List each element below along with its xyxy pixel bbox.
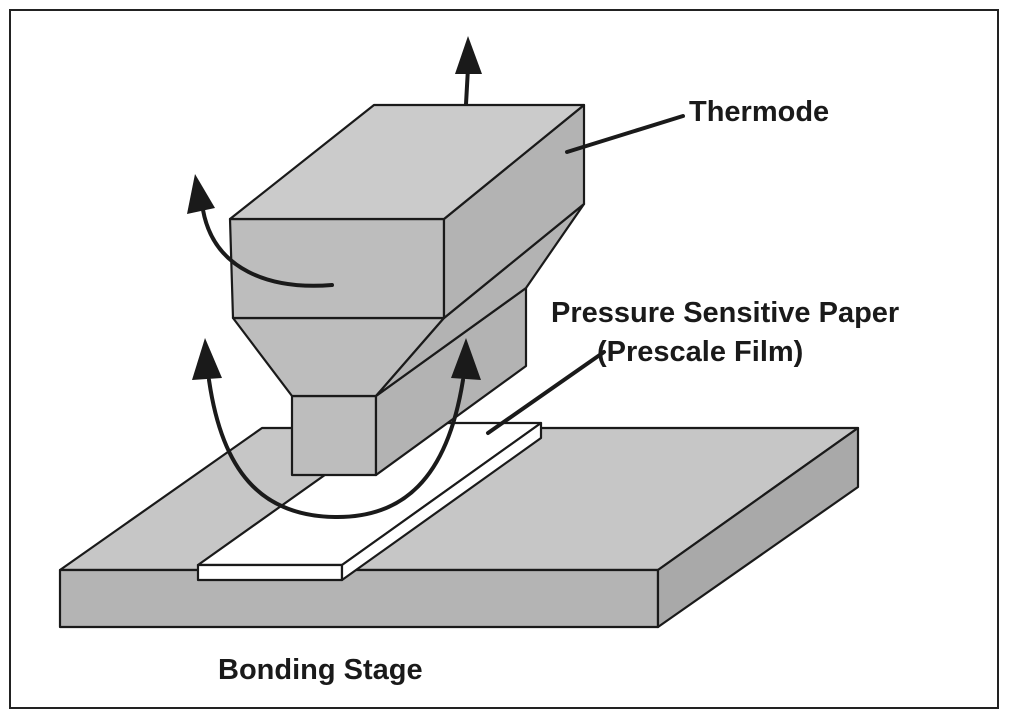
thermode-block-front [228, 217, 446, 320]
pressure-sensitive-paper-label: Pressure Sensitive Paper [551, 297, 899, 329]
thermode [228, 103, 586, 477]
air-flow-arrow-top-head [455, 36, 482, 74]
pressure-sensitive-paper [196, 421, 543, 582]
paper-side-face [340, 421, 543, 582]
paper-front-face [196, 563, 344, 582]
air-flow-arrows [187, 36, 482, 520]
air-flow-arrow-bottom-right-head [451, 338, 481, 380]
air-flow-arrow-left-upper-head [187, 174, 215, 214]
prescale-film-label: (Prescale Film) [597, 336, 803, 368]
figure-frame [9, 9, 999, 709]
thermode-label: Thermode [689, 96, 829, 128]
thermode-tip-front [290, 394, 378, 477]
stage-side-face [656, 426, 860, 629]
air-flow-arrow-bottom [207, 378, 465, 520]
paper-leader-line [486, 350, 606, 435]
air-flow-arrow-left-upper [201, 208, 334, 288]
thermode-leader-line [565, 114, 685, 154]
stage-front-face [58, 568, 660, 629]
bonding-stage-label: Bonding Stage [218, 654, 423, 686]
air-flow-arrow-bottom-left-head [192, 338, 222, 380]
thermode-block-top [228, 103, 586, 221]
